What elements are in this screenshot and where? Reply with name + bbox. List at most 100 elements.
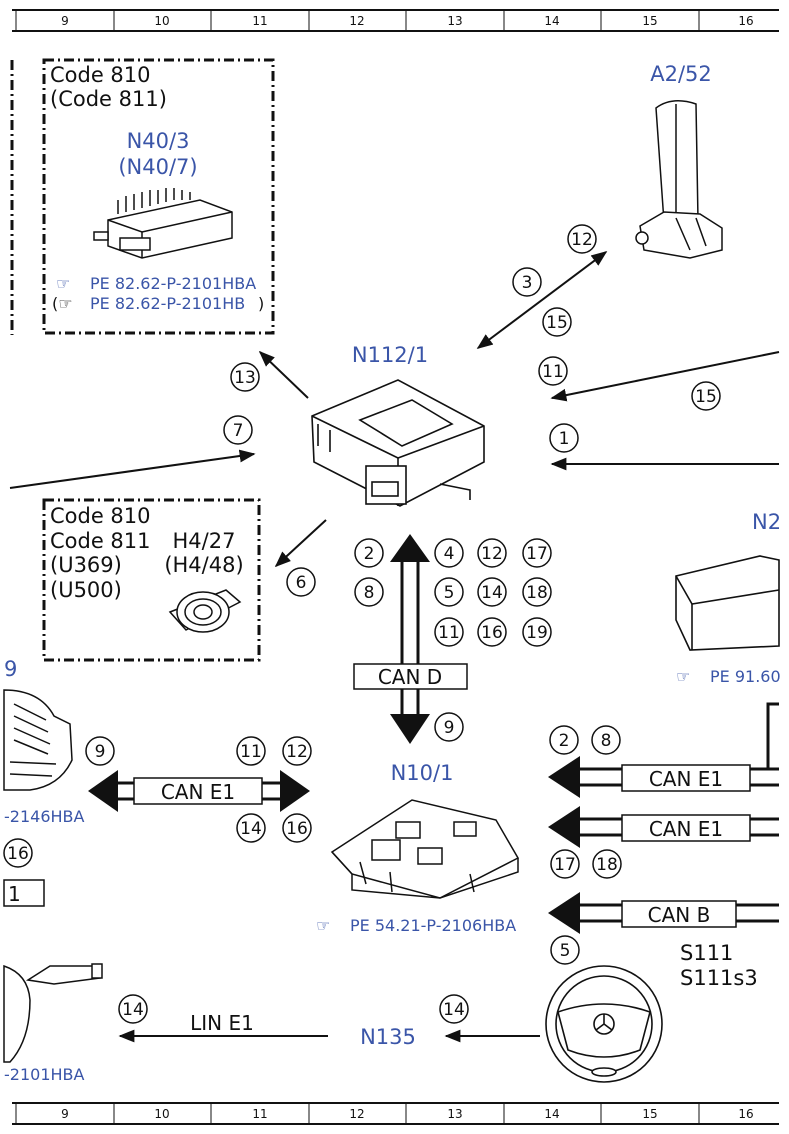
component-label-n10-1: N10/1 [391,761,454,785]
pe-link: PE 82.62-P-2101HBA [90,274,256,293]
ruler-bottom-label: 14 [544,1107,559,1121]
ruler-top-label: 16 [738,14,753,28]
marker-number: 19 [526,623,548,643]
speaker-icon [168,589,242,633]
ruler-bottom-label: 13 [447,1107,462,1121]
ruler-bottom-label: 16 [738,1107,753,1121]
code-box-mid: Code 810 Code 811 (U369) (U500) H4/27 (H… [42,498,261,662]
ruler-top-label: 14 [544,14,559,28]
can-b-label: CAN B [648,903,711,927]
pe-reference[interactable]: (☞ PE 82.62-P-2101HB ) [52,294,264,313]
marker-number: 15 [546,313,568,333]
ruler-bottom-label: 15 [642,1107,657,1121]
pointer-icon: ☞ [676,667,690,686]
ruler-top: 9 10 11 12 13 14 15 16 [12,9,779,32]
marker-number: 17 [554,855,576,875]
marker-number: 17 [526,544,548,564]
marker-number: 8 [364,583,375,603]
left-module-icon [3,689,73,791]
marker-number: 5 [444,583,455,603]
marker-number: 12 [286,742,308,762]
component-label-s111: S111 [680,941,733,965]
ruler-top-label: 11 [252,14,267,28]
a2-52-device-icon [635,100,723,259]
component-label: H4/27 [173,529,236,553]
pe-link: -2146HBA [4,807,85,826]
lin-e1-label: LIN E1 [190,1011,254,1035]
ruler-bottom-label: 12 [349,1107,364,1121]
pe-reference[interactable]: -2101HBA [4,1065,85,1084]
code-label: Code 810 [50,504,151,528]
component-label: (H4/48) [164,553,243,577]
n112-1-module-icon [311,379,485,507]
code-box-top: Code 810 (Code 811) N40/3 (N40/7) ☞ PE 8… [42,58,275,335]
code-label: Code 811 [50,529,151,553]
marker-number: 15 [695,387,717,407]
control-unit-icon [93,188,233,259]
pe-link: PE 91.60 [710,667,781,686]
component-label-n135: N135 [360,1025,416,1049]
ruler-top-label: 13 [447,14,462,28]
component-label-n112-1: N112/1 [352,343,428,367]
component-label-s111s3: S111s3 [680,966,758,990]
marker-number: 6 [296,573,307,593]
component-label-a2-52: A2/52 [650,62,712,86]
ruler-top-label: 15 [642,14,657,28]
marker-number: 5 [560,941,571,961]
marker-number: 11 [240,742,262,762]
marker-number: 14 [443,1000,465,1020]
can-d-bus: CAN D [353,534,468,744]
signal-arrows [9,251,780,1043]
can-e1-label: CAN E1 [649,817,723,841]
ruler-bottom-label: 11 [252,1107,267,1121]
marker-number: 1 [559,429,570,449]
marker-number: 14 [122,1000,144,1020]
ruler-top-label: 12 [349,14,364,28]
marker-number: 16 [481,623,503,643]
steering-column-switch-icon [3,963,103,1063]
pe-link: -2101HBA [4,1065,85,1084]
ruler-bottom: 9 10 11 12 13 14 15 16 [12,1102,779,1125]
can-e1-label: CAN E1 [161,780,235,804]
can-e1-right-bus-2: CAN E1 [548,806,779,848]
pe-reference[interactable]: ☞ PE 91.60 [676,667,781,686]
marker-number: 14 [240,819,262,839]
pe-reference[interactable]: -2146HBA [4,807,85,826]
component-label-n2: N2 [752,510,781,534]
n10-1-sam-icon [330,799,520,899]
pe-reference[interactable]: ☞ PE 54.21-P-2106HBA [316,916,516,935]
marker-number: 11 [542,362,564,382]
component-label: N40/3 [127,129,190,153]
marker-number: 12 [481,544,503,564]
can-b-right-bus: CAN B [548,892,779,934]
marker-number: 12 [571,230,593,250]
can-e1-right-bus-1: CAN E1 [548,702,779,798]
marker-number: 18 [596,855,618,875]
marker-number: 2 [559,731,570,751]
marker-number: 18 [526,583,548,603]
marker-number: 2 [364,544,375,564]
can-d-label: CAN D [378,665,442,689]
can-e1-label: CAN E1 [649,767,723,791]
marker-labels: 13 7 6 3 12 15 11 15 1 2 8 4 12 17 5 14 … [7,230,717,1020]
component-label-left: 9 [4,657,17,681]
ruler-top-label: 9 [61,14,69,28]
pe-link: PE 82.62-P-2101HB [90,294,245,313]
marker-number: 7 [233,421,244,441]
code-label: Code 810 [50,63,151,87]
marker-number: 14 [481,583,503,603]
steering-wheel-icon [545,965,663,1083]
marker-number: 9 [95,742,106,762]
marker-number: 9 [444,718,455,738]
svg-text:): ) [258,294,264,313]
marker-number: 13 [234,368,256,388]
ruler-top-label: 10 [154,14,169,28]
marker-number: 3 [522,273,533,293]
marker-number: 16 [7,844,29,864]
pointer-icon: ☞ [316,916,330,935]
pe-reference[interactable]: ☞ PE 82.62-P-2101HBA [56,274,256,293]
left-bus-label: 1 [8,882,21,906]
pe-link: PE 54.21-P-2106HBA [350,916,516,935]
ruler-bottom-label: 9 [61,1107,69,1121]
